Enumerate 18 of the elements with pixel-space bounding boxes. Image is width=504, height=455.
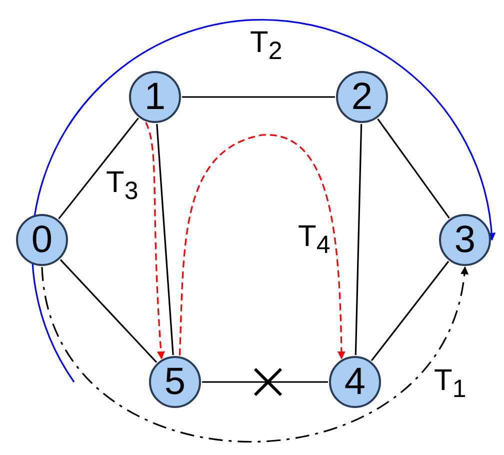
- link-line: [58, 118, 139, 220]
- link-line: [202, 381, 328, 383]
- flow-arrow: [178, 134, 346, 360]
- node-circle: 3: [439, 214, 491, 266]
- flow-arrow: [32, 19, 496, 382]
- node-circle: 2: [336, 71, 388, 123]
- node-circle: 4: [329, 356, 381, 408]
- node-circle: 1: [129, 71, 181, 123]
- link-line: [156, 124, 174, 356]
- flow-arrow: [41, 266, 468, 442]
- flow-arrow: [145, 122, 165, 360]
- node-circle: 5: [149, 356, 201, 408]
- link-line: [354, 124, 362, 356]
- link-line: [182, 96, 335, 98]
- link-line: [370, 260, 450, 362]
- node-circle: 0: [16, 214, 68, 266]
- link-line: [377, 118, 450, 219]
- link-line: [60, 259, 158, 363]
